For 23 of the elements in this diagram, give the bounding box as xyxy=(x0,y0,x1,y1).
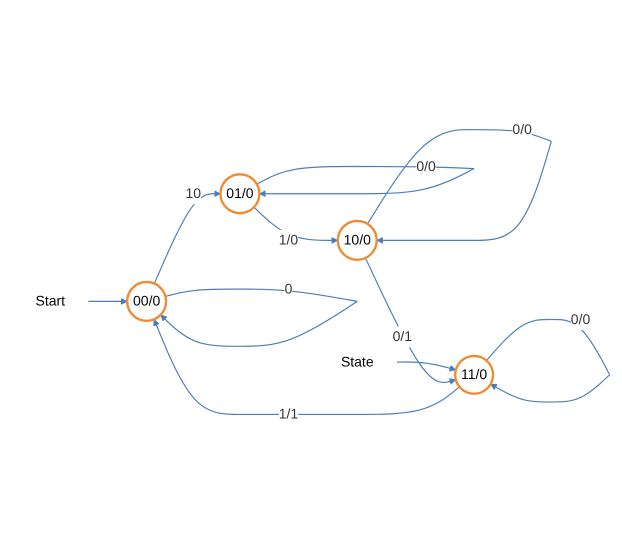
arrow xyxy=(153,318,460,415)
edge-label: 10 xyxy=(186,186,202,202)
edge-label: 1/0 xyxy=(278,232,298,248)
arrow xyxy=(256,166,474,198)
node-circle: 10/0 xyxy=(336,220,378,261)
arrow xyxy=(160,288,358,347)
node-text: State xyxy=(340,354,374,370)
edge-label: 0/1 xyxy=(392,328,412,344)
edge-label: 0/0 xyxy=(512,121,532,138)
arrow xyxy=(486,318,610,403)
node-text: Start xyxy=(36,293,66,309)
node-circle: 00/0 xyxy=(126,280,168,322)
edge-label: 0/0 xyxy=(570,311,590,327)
arrow xyxy=(396,361,456,372)
node-circle: 01/0 xyxy=(219,173,261,214)
edge-label: 1/1 xyxy=(278,406,298,422)
arrow xyxy=(154,190,221,284)
arrow xyxy=(364,258,456,385)
edge-label: 0 xyxy=(284,280,292,296)
edge-label: 0/0 xyxy=(416,158,436,174)
node-circle: 11/0 xyxy=(454,354,494,395)
arrow xyxy=(254,206,338,244)
arrow xyxy=(88,298,128,305)
